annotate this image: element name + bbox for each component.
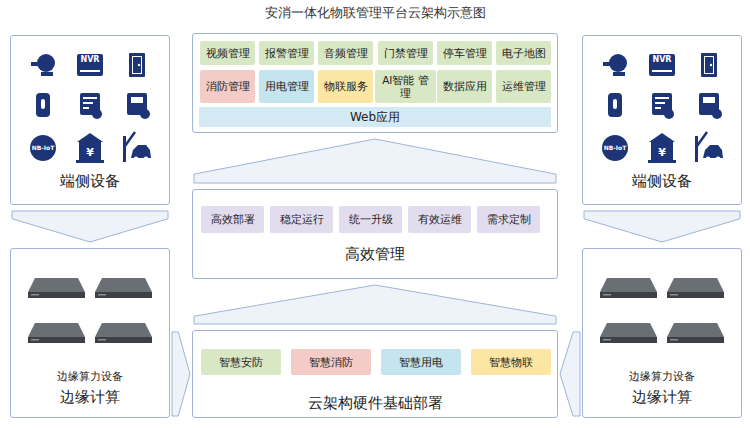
box-label: 物联服务 — [322, 80, 370, 93]
edge-box: 边缘算力设备边缘计算 — [10, 248, 170, 418]
box-label: 用电管理 — [263, 80, 311, 93]
solution-box: 智慧消防 — [291, 349, 371, 375]
box-label: 消防管理 — [204, 80, 252, 93]
server-icons — [600, 278, 724, 343]
box-label: AI智能 管理 — [375, 74, 436, 99]
icon-label: NVR — [642, 55, 682, 65]
edge-box: 边缘算力设备边缘计算 — [582, 248, 742, 418]
chevron-arrow — [194, 139, 556, 183]
box-label: 运维管理 — [500, 80, 548, 93]
box-label: 有效运维 — [416, 213, 464, 226]
module-box: 数据应用 — [437, 70, 492, 103]
module-box: 报警管理 — [259, 41, 314, 65]
box-label: 报警管理 — [263, 47, 311, 60]
panel-title: 端侧设备 — [583, 172, 741, 190]
icon-label: NVR — [70, 55, 110, 65]
box-label: 音频管理 — [322, 47, 370, 60]
module-box: 用电管理 — [259, 70, 314, 103]
box-label: 统一升级 — [347, 213, 395, 226]
box-label: 智慧用电 — [397, 356, 445, 369]
module-box: AI智能 管理 — [375, 70, 436, 103]
box-label: 电子地图 — [500, 47, 548, 60]
feature-box: 有效运维 — [408, 206, 471, 233]
module-box: 视频管理 — [200, 41, 255, 65]
panel-title: 边缘算力设备 — [583, 370, 741, 383]
management-panel: 高效管理 高效部署 稳定运行 统一升级 有效运维 需求定制 — [192, 189, 558, 279]
box-label: 数据应用 — [441, 80, 489, 93]
feature-box: 稳定运行 — [270, 206, 333, 233]
panel-title: 高效管理 — [193, 245, 557, 263]
box-label: 智慧消防 — [307, 356, 355, 369]
box-label: 稳定运行 — [278, 213, 326, 226]
box-label: 高效部署 — [209, 213, 257, 226]
panel-title: 端侧设备 — [11, 172, 169, 190]
web-app-panel: Web应用 视频管理报警管理音频管理门禁管理停车管理电子地图消防管理用电管理物联服… — [192, 33, 558, 133]
panel-title: 边缘计算 — [11, 388, 169, 406]
icon-label: NB-IoT — [595, 144, 635, 151]
module-box: 音频管理 — [318, 41, 373, 65]
chevron-arrow — [584, 211, 740, 242]
box-label: 需求定制 — [485, 213, 533, 226]
panel-title: 边缘算力设备 — [11, 370, 169, 383]
diagram-title: 安消一体化物联管理平台云架构示意图 — [0, 4, 750, 22]
solution-box: 智慧安防 — [201, 349, 281, 375]
icon-label: NB-IoT — [23, 144, 63, 151]
solution-box: 智慧物联 — [471, 349, 551, 375]
chevron-arrow — [194, 285, 556, 324]
feature-box: 需求定制 — [477, 206, 540, 233]
module-box: 消防管理 — [200, 70, 255, 103]
icon-label: ¥ — [70, 146, 110, 159]
module-box: 停车管理 — [437, 41, 492, 65]
module-box: 运维管理 — [496, 70, 551, 103]
box-label: 智慧物联 — [487, 356, 535, 369]
panel-title: 边缘计算 — [583, 388, 741, 406]
feature-box: 高效部署 — [201, 206, 264, 233]
module-box: 门禁管理 — [378, 41, 433, 65]
box-label: 门禁管理 — [382, 47, 430, 60]
box-label: 停车管理 — [441, 47, 489, 60]
chevron-arrow — [560, 332, 580, 416]
module-box: 物联服务 — [318, 70, 373, 103]
panel-title: Web应用 — [199, 107, 551, 127]
module-box: 电子地图 — [496, 41, 551, 65]
chevron-arrow — [12, 211, 168, 242]
box-label: 智慧安防 — [217, 356, 265, 369]
feature-box: 统一升级 — [339, 206, 402, 233]
icon-label: ¥ — [642, 146, 682, 159]
server-icons — [28, 278, 152, 343]
panel-title: 云架构硬件基础部署 — [193, 394, 557, 412]
cloud-base-panel: 云架构硬件基础部署 智慧安防 智慧消防 智慧用电 智慧物联 — [192, 330, 558, 418]
box-label: 视频管理 — [204, 47, 252, 60]
chevron-arrow — [172, 332, 190, 416]
solution-box: 智慧用电 — [381, 349, 461, 375]
